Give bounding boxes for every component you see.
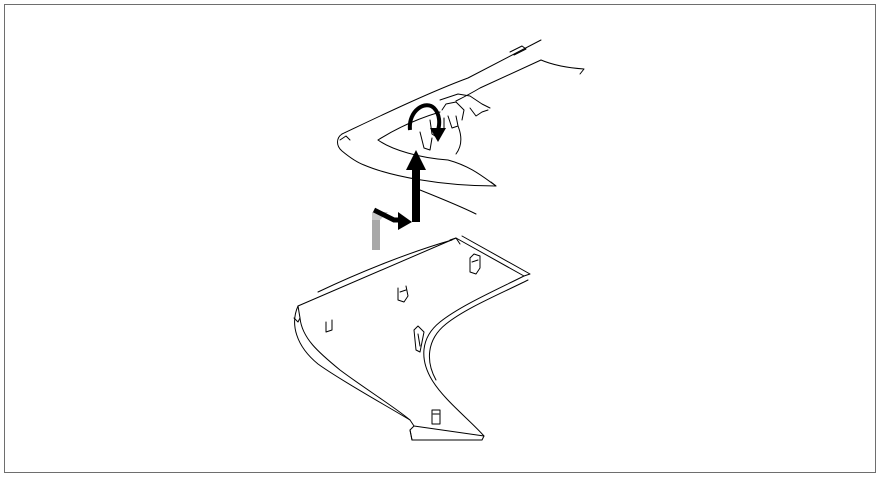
cover-plate	[293, 235, 531, 441]
figure-frame	[4, 4, 876, 473]
machine-housing	[337, 39, 585, 215]
slide-right-arrow-icon	[372, 207, 412, 250]
up-arrow-icon	[406, 150, 426, 222]
curved-rotate-arrow-icon	[407, 103, 446, 142]
